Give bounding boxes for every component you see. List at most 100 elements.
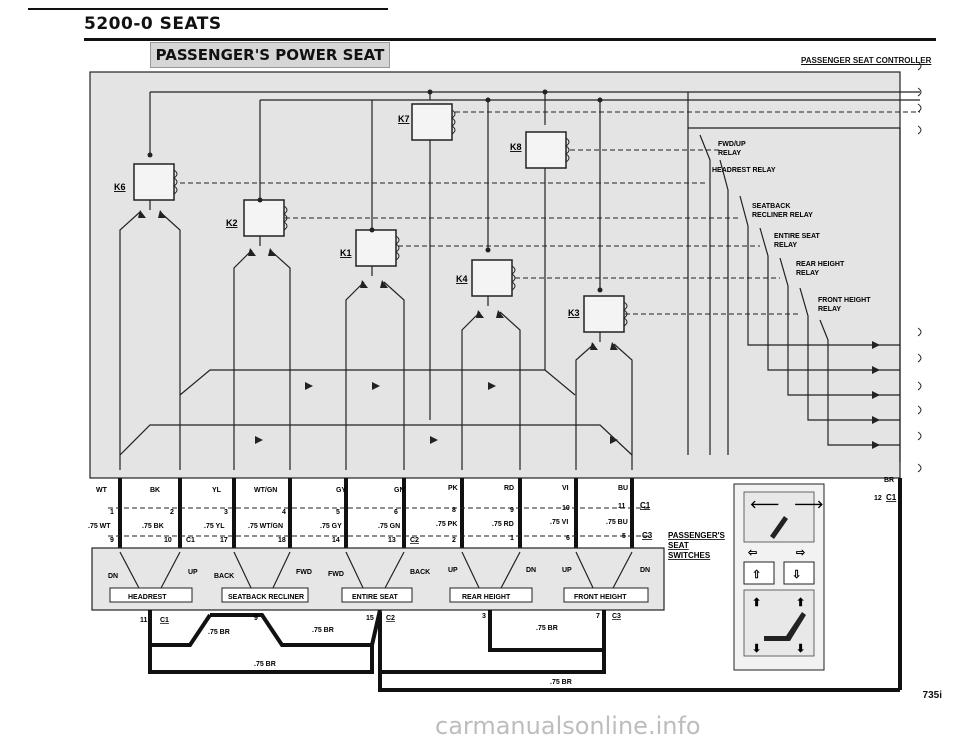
- wire-label-vi75: .75 VI: [550, 519, 568, 526]
- pin-1b: 1: [510, 535, 514, 542]
- relay-text-seatback-2: RECLINER RELAY: [752, 212, 813, 219]
- wire-label-pk75: .75 PK: [436, 521, 457, 528]
- pin-10b: 10: [164, 537, 172, 544]
- wire-label-yl75: .75 YL: [204, 523, 225, 530]
- wire-label-rd75: .75 RD: [492, 521, 514, 528]
- pin-13: 13: [388, 537, 396, 544]
- pin-9: 9: [510, 507, 514, 514]
- wire-label-wt75: .75 WT: [88, 523, 111, 530]
- arrow-right-icon: 🡒: [794, 499, 824, 511]
- relay-k4: [471, 259, 516, 297]
- rear-up-icon: ⬆: [796, 597, 805, 609]
- wire-label-bk: BK: [150, 487, 160, 494]
- relay-dashed-lines: [180, 111, 920, 315]
- switch-recliner: SEATBACK RECLINER: [228, 594, 304, 601]
- pin-3b: 3: [482, 613, 486, 620]
- switch-dir-fwd: FWD: [296, 569, 312, 576]
- relay-text-rear-1: REAR HEIGHT: [796, 261, 845, 268]
- pin-5b: 5: [622, 533, 626, 540]
- wire-label-yl: YL: [212, 487, 222, 494]
- pin-6: 6: [394, 509, 398, 516]
- switch-dir-back2: BACK: [410, 569, 430, 576]
- relay-text-entire-1: ENTIRE SEAT: [774, 233, 820, 240]
- switch-name-boxes: [109, 587, 649, 603]
- right-relay-contacts: [699, 134, 900, 455]
- pin-18: 18: [278, 537, 286, 544]
- reference-code: 735i: [922, 690, 942, 701]
- relay-text-rear-2: RELAY: [796, 270, 819, 277]
- page-title: 5200-0 SEATS: [84, 14, 222, 34]
- switch-dir-dn3: DN: [640, 567, 650, 574]
- switch-label-3: SWITCHES: [668, 551, 711, 560]
- wire-label-wtgn75: .75 WT/GN: [248, 523, 283, 530]
- front-down-icon: ⬇: [752, 643, 761, 655]
- relay-text-entire-2: RELAY: [774, 242, 797, 249]
- relay-k3: [583, 295, 628, 333]
- relay-text-front-1: FRONT HEIGHT: [818, 297, 871, 304]
- connector-c1: C1: [640, 501, 651, 510]
- arrow-right-outline-icon: ⇨: [796, 547, 806, 559]
- relay-label-k1: K1: [340, 248, 352, 258]
- pin-8: 8: [452, 507, 456, 514]
- relay-k1: [355, 229, 400, 267]
- relay-k7: [411, 103, 456, 141]
- relay-label-k6: K6: [114, 182, 126, 192]
- switch-dir-up3: UP: [562, 567, 572, 574]
- seatback-icon: [770, 516, 788, 539]
- wire-label-gn: GN: [394, 487, 405, 494]
- pin-9c: 9: [254, 615, 258, 622]
- relay-contacts: [119, 140, 633, 470]
- wire-label-gy75: .75 GY: [320, 523, 342, 530]
- pin-5: 5: [336, 509, 340, 516]
- pin-1: 1: [110, 509, 114, 516]
- controller-label: PASSENGER SEAT CONTROLLER: [801, 56, 932, 65]
- right-diodes: [872, 341, 880, 449]
- switch-icons-panel: 🡐 🡒 ⇦ ⇨ ⇧ ⇩ ⬆ ⬆ ⬇ ⬇: [733, 483, 825, 671]
- relay-text-headrest: HEADREST RELAY: [712, 167, 776, 174]
- connector-c3: C3: [642, 531, 653, 540]
- switch-rear: REAR HEIGHT: [462, 594, 511, 601]
- rear-down-icon: ⬇: [796, 643, 805, 655]
- switch-entire: ENTIRE SEAT: [352, 594, 398, 601]
- wire-label-bu: BU: [618, 485, 628, 492]
- pin-12: 12: [874, 495, 882, 502]
- watermark: carmanualsonline.info: [435, 712, 701, 740]
- switch-dir-dn: DN: [108, 573, 118, 580]
- seat-cushion-icon: [764, 612, 806, 641]
- controller-edge-marks: [917, 61, 922, 473]
- relay-k6: [133, 163, 178, 201]
- top-rule: [28, 8, 388, 10]
- arrow-left-icon: 🡐: [750, 499, 780, 511]
- pin-10: 10: [562, 505, 570, 512]
- arrow-left-outline-icon: ⇦: [747, 547, 757, 559]
- connector-c1c: C1: [886, 493, 897, 502]
- pin-14: 14: [332, 537, 340, 544]
- pin-15: 15: [366, 615, 374, 622]
- switch-dir-dn2: DN: [526, 567, 536, 574]
- pin-7: 7: [596, 613, 600, 620]
- wire-label-bu75: .75 BU: [606, 519, 628, 526]
- relay-text-seatback-1: SEATBACK: [752, 203, 790, 210]
- switch-dir-up2: UP: [448, 567, 458, 574]
- relay-text-fwd-up-2: RELAY: [718, 150, 741, 157]
- relay-k2: [243, 199, 288, 237]
- pin-9b: 9: [110, 537, 114, 544]
- seat-up-icon: ⇧: [752, 569, 761, 581]
- wire-label-bk75: .75 BK: [142, 523, 164, 530]
- wire-label-rd: RD: [504, 485, 514, 492]
- wire-label-br75c: .75 BR: [254, 661, 276, 668]
- relay-label-k2: K2: [226, 218, 238, 228]
- diode-marks: [138, 89, 618, 444]
- relay-text-fwd-up-1: FWD/UP: [718, 141, 746, 148]
- relay-label-k8: K8: [510, 142, 522, 152]
- relay-label-k4: K4: [456, 274, 468, 284]
- header-rule: [84, 38, 936, 41]
- wire-label-br75e: .75 BR: [550, 679, 572, 686]
- pin-6b: 6: [566, 535, 570, 542]
- switch-front: FRONT HEIGHT: [574, 594, 627, 601]
- seat-down-icon: ⇩: [792, 569, 801, 581]
- wire-label-br75a: .75 BR: [208, 629, 230, 636]
- wire-label-br75b: .75 BR: [312, 627, 334, 634]
- connector-c1b: C1: [186, 537, 195, 544]
